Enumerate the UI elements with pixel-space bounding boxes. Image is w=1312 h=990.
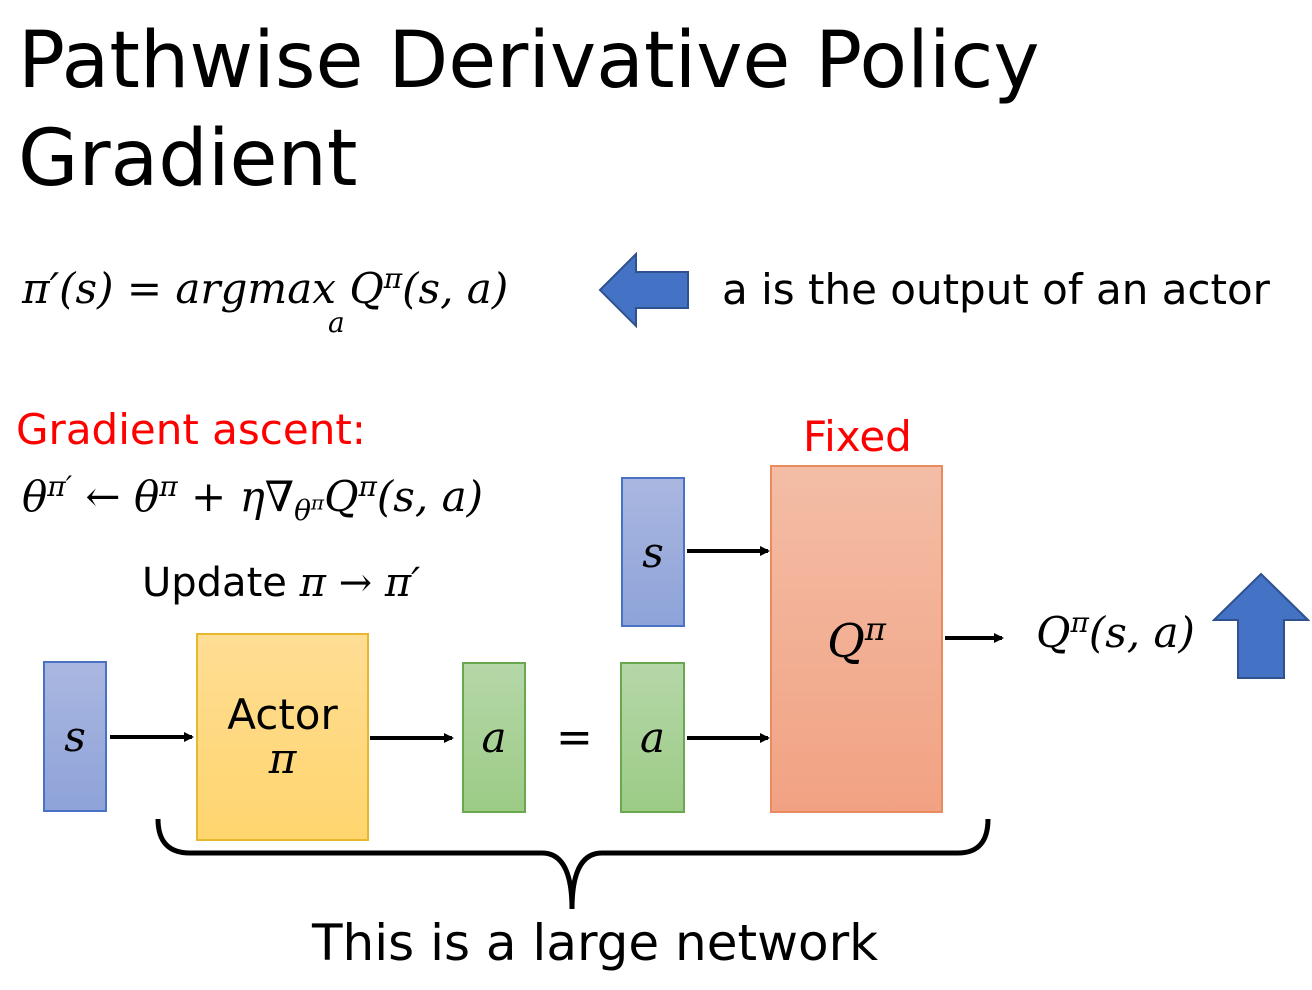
arrow-up-icon bbox=[1212, 572, 1310, 679]
critic-sup: π bbox=[864, 610, 886, 649]
action-input-box: a bbox=[620, 662, 685, 813]
update-theta-sup: π bbox=[159, 470, 178, 503]
action-output-label: a bbox=[481, 713, 507, 762]
fixed-label: Fixed bbox=[803, 412, 912, 461]
equals-sign: = bbox=[556, 712, 593, 763]
argmax-operator: argmax bbox=[175, 264, 336, 313]
state-input-box: s bbox=[43, 661, 107, 812]
update-nabla-sub-sup: π bbox=[310, 491, 325, 516]
action-input-label: a bbox=[639, 713, 666, 762]
critic-label: Q bbox=[827, 613, 865, 668]
update-lhs: θ bbox=[22, 472, 48, 521]
actor-symbol: π bbox=[268, 734, 297, 783]
page-title: Pathwise Derivative Policy Gradient bbox=[18, 16, 1040, 204]
update-q: Q bbox=[324, 472, 359, 521]
update-lhs-sup: π′ bbox=[47, 470, 73, 503]
state-input-label: s bbox=[64, 712, 86, 761]
argmax-equation: π′(s) = argmax Qπ(s, a) a bbox=[22, 262, 509, 339]
critic-box: Qπ bbox=[770, 465, 943, 813]
critic-output: Qπ(s, a) bbox=[1036, 606, 1195, 657]
argmax-rhs-args: (s, a) bbox=[402, 264, 509, 313]
update-pi-text: Update bbox=[142, 560, 300, 606]
update-arrow: ← bbox=[72, 472, 134, 521]
critic-output-args: (s, a) bbox=[1088, 608, 1195, 657]
argmax-subscript: a bbox=[328, 306, 345, 339]
arrow-left-icon bbox=[598, 252, 689, 328]
actor-box: Actor π bbox=[196, 633, 369, 841]
action-output-box: a bbox=[462, 662, 526, 813]
gradient-ascent-label: Gradient ascent: bbox=[16, 405, 366, 454]
update-nabla-sub: θ bbox=[294, 494, 311, 528]
actor-note: a is the output of an actor bbox=[722, 265, 1270, 314]
update-equation: θπ′ ← θπ + η∇θπQπ(s, a) bbox=[22, 470, 483, 527]
critic-output-q: Q bbox=[1036, 608, 1071, 657]
state-critic-input-label: s bbox=[642, 527, 664, 577]
update-q-args: (s, a) bbox=[376, 472, 483, 521]
argmax-equals: = bbox=[126, 264, 163, 313]
update-theta: θ bbox=[133, 472, 160, 521]
update-q-sup: π bbox=[358, 470, 377, 503]
update-pi-math: π → π′ bbox=[299, 560, 421, 606]
actor-name: Actor bbox=[227, 690, 338, 739]
critic-output-sup: π bbox=[1070, 606, 1089, 639]
argmax-rhs-q: Q bbox=[349, 264, 384, 313]
update-pi-label: Update π → π′ bbox=[142, 560, 420, 606]
state-critic-input-box: s bbox=[621, 477, 685, 627]
update-eta-nabla: + η∇ bbox=[177, 472, 295, 521]
curly-brace-icon bbox=[155, 818, 991, 910]
network-caption: This is a large network bbox=[312, 914, 879, 972]
argmax-lhs: π′(s) bbox=[22, 264, 114, 313]
argmax-rhs-sup: π bbox=[383, 262, 403, 295]
